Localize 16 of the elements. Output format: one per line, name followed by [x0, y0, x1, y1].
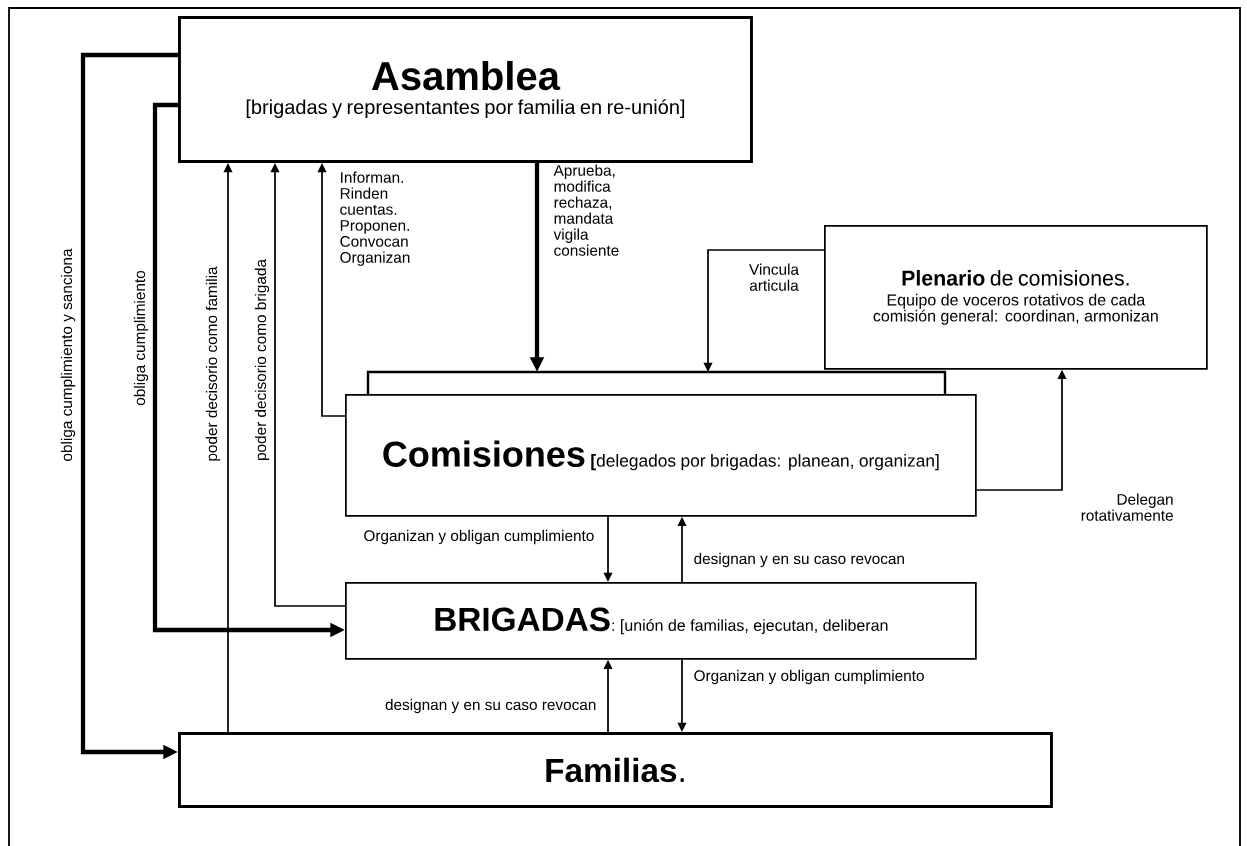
edge-label: designan y en su caso revocan	[383, 697, 598, 715]
process-box: Comisiones [delegados por brigadas: planean, organizan]	[345, 394, 977, 517]
process-box: Familias.	[178, 732, 1053, 808]
edge-label: Delegan rotativamente	[1072, 492, 1175, 523]
edge-label: Organizan y obligan cumplimiento	[362, 528, 596, 546]
edge-label: Vincula articula	[736, 262, 812, 293]
process-box: Plenario de comisiones. Equipo de voceros rotativos de cada comisión general: coordinan, armonizan	[824, 225, 1208, 370]
edge-label: poder decisorio como familia	[204, 265, 222, 463]
edge-label: obliga cumplimiento y sanciona	[59, 247, 77, 463]
edge-label: designan y en su caso revocan	[692, 551, 907, 569]
process-box: Asamblea [brigadas y representantes por familia en re-unión]	[178, 16, 753, 163]
edge-label: Informan. Rinden cuentas. Proponen. Convocan Organizan	[338, 170, 436, 268]
edge-label: obliga cumplimiento	[132, 268, 150, 408]
edge-label: Organizan y obligan cumplimiento	[692, 668, 926, 686]
edge-label: Aprueba, modifica rechaza, mandata vigila consiente	[552, 163, 647, 258]
edge-label: poder decisorio como brigada	[253, 257, 271, 463]
